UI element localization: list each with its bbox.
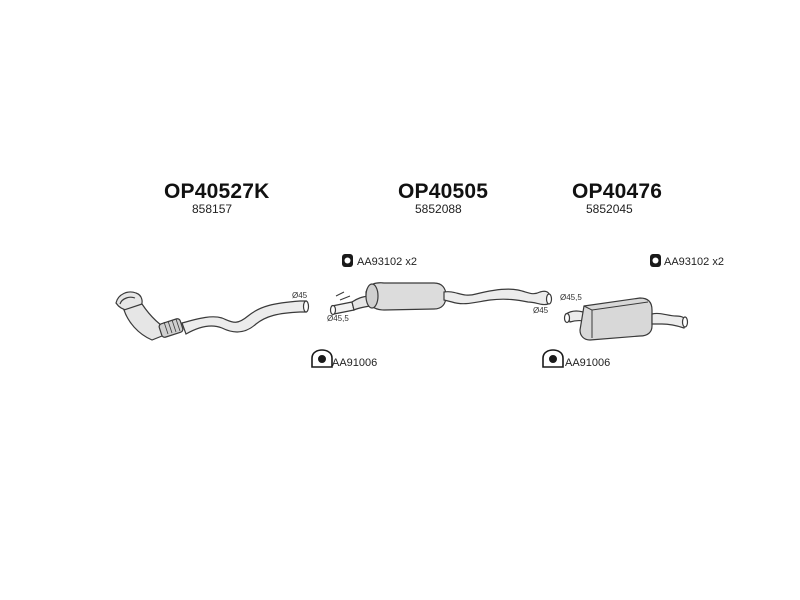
part-code-middle-silencer: OP40505 (398, 180, 489, 203)
middle-silencer-drawing (329, 282, 553, 316)
clamp-icon-left (342, 254, 353, 267)
hanger-label-right: AA91006 (565, 357, 611, 369)
part-code-front-pipe: OP40527K (164, 180, 270, 203)
clamp-icon-right (650, 254, 661, 267)
oe-number-front-pipe: 858157 (192, 202, 233, 216)
oe-number-rear-silencer: 5852045 (586, 202, 633, 216)
part-code-rear-silencer: OP40476 (572, 180, 663, 203)
dimension-label-pipe-3-start: Ø45 (533, 306, 549, 315)
rubber-hanger-icon-left (311, 349, 333, 368)
dimension-label-pipe-2-start: Ø45,5 (327, 314, 349, 323)
rubber-hanger-icon-right (542, 349, 564, 368)
front-pipe-drawing (115, 291, 310, 341)
dimension-label-pipe-2-end: Ø45,5 (560, 293, 582, 302)
hanger-label-left: AA91006 (332, 357, 378, 369)
oe-number-middle-silencer: 5852088 (415, 202, 462, 216)
rear-silencer-drawing (563, 297, 689, 341)
clamp-label-right: AA93102 x2 (664, 256, 724, 268)
clamp-label-left: AA93102 x2 (357, 256, 417, 268)
dimension-label-pipe-1-end: Ø45 (292, 291, 308, 300)
